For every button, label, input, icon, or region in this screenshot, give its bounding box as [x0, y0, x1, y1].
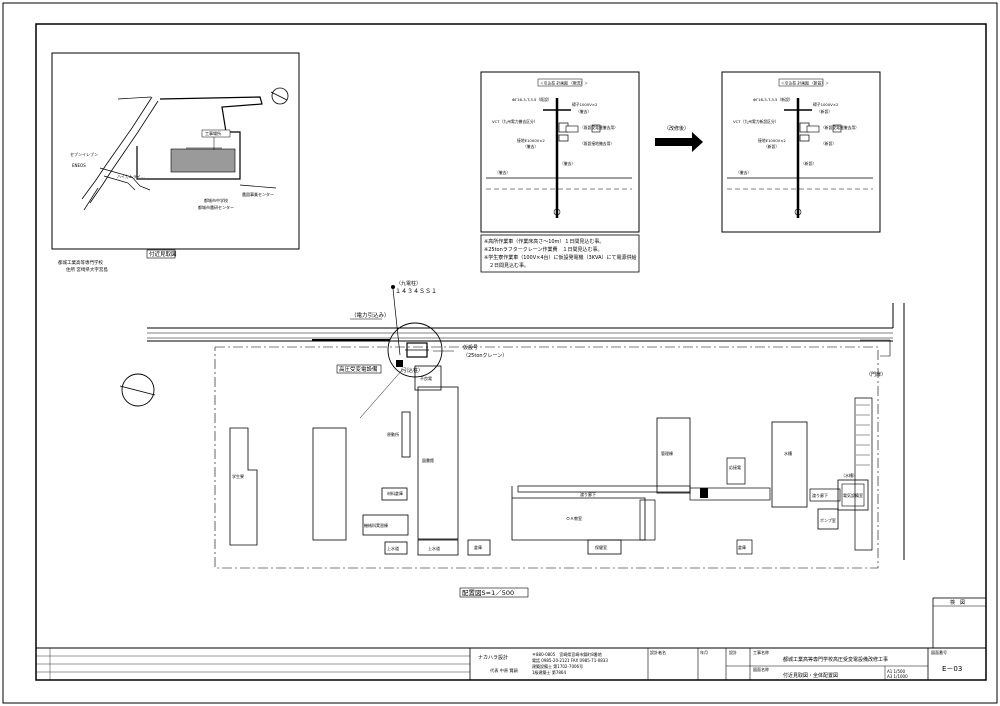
map-center2: 都城市中学校 — [204, 197, 228, 203]
bldg-tank: 水槽 — [784, 450, 792, 456]
company-names: 代表 中原 賢嗣 — [490, 667, 518, 674]
bldg-oa: ＯＡ教室 — [566, 515, 582, 521]
map-seven-eleven: セブンイレブン — [70, 151, 98, 157]
elevation-after — [721, 71, 881, 233]
project-name: 都城工業高等専門学校高圧受変電設備改修工事 — [783, 656, 888, 663]
bldg-pump: ポンプ室 — [820, 517, 836, 523]
pole-number: １４３４ＳＳ１ — [395, 288, 437, 295]
bldg-tank2: （水槽） — [841, 472, 857, 478]
crane-id: 仮設号 — [463, 344, 478, 351]
elev-after-l1: 碍子1000V×2 — [813, 102, 839, 107]
col-drawing: 図面名称 — [753, 666, 769, 672]
note-1: ※高所作業車（作業床高さ～10m）１日間見込む事。 — [484, 238, 604, 245]
elev-after-l0: ΦΓ16-3-T-3.5（新設） — [753, 97, 793, 102]
elev-after-l7: （新設） — [821, 141, 836, 146]
bldg-machine: 機械科実習棟 — [364, 522, 388, 528]
school-address: 住所 宮崎県大字宮島 — [66, 266, 108, 273]
school-name: 都城工業高等専門学校 — [58, 259, 103, 266]
elev-after-l4: （新設受電盤撤去用） — [821, 125, 859, 130]
scale-a3: A3 1/1000 — [887, 674, 908, 679]
map-center: 農園事業センター — [242, 191, 274, 197]
elev-before-l5: 接地E1000V×2 — [517, 138, 545, 143]
scale-a1: A1 1/500 — [887, 669, 906, 674]
elev-before-title: ＜引込柱 計画図 （現況）＞ — [540, 81, 588, 86]
elev-after-l8: （新設） — [801, 161, 816, 166]
site-plan — [119, 285, 905, 569]
elev-after-title: ＜引込柱 計画図 （新設）＞ — [781, 81, 829, 86]
bldg-power: 原動所 — [387, 431, 399, 437]
col-drawing-no: 図面番号 — [931, 649, 947, 655]
company-tel: 電話 0985-20-2121 FAX 0985-71-0833 — [532, 657, 608, 663]
bldg-water2: 上水道 — [428, 545, 440, 551]
elev-before-l1: 碍子1000V×2 — [572, 102, 598, 107]
elev-before-l2: （撤去） — [576, 109, 591, 114]
notes-box — [480, 234, 640, 273]
elev-after-l3: VCT（九州電力新設区分） — [733, 119, 779, 124]
note-4: ２日間見込む事。 — [484, 262, 529, 269]
col-designer: 設計者名 — [650, 649, 666, 655]
location-map-title: 付近見取図 — [149, 250, 177, 258]
elev-after-l2: （新設） — [817, 109, 832, 114]
title-block — [36, 647, 986, 680]
elev-before-l6: （撤去） — [523, 144, 538, 149]
pole-label: （九電柱） — [396, 280, 421, 287]
elev-before-l9: （撤去） — [495, 170, 510, 175]
bldg-warehouse: 倉庫 — [474, 544, 482, 550]
elev-after-l6: （新設） — [764, 144, 779, 149]
arrow-after — [655, 132, 703, 152]
bldg-dorm: 学生寮 — [232, 473, 244, 479]
company-reg2: 1級建築士 第7864 — [532, 669, 566, 675]
bldg-elec-room: 電気設備室 — [843, 492, 863, 498]
bldg-admin: 管理棟 — [661, 450, 673, 456]
location-map — [51, 52, 300, 250]
bldg-corridor2: 渡り廊下 — [812, 492, 828, 498]
company-address: 〒880-0805 宮崎県宮崎市錦町8番地 — [532, 651, 602, 657]
elev-after-l5: 接地E1000V×2 — [758, 138, 786, 143]
inner-frame — [35, 23, 987, 681]
col-project: 工事名称 — [753, 649, 769, 655]
elev-before-l8: （撤去） — [560, 161, 575, 166]
inlet-pole-label: （引込柱） — [398, 367, 423, 374]
elevation-before — [480, 71, 640, 233]
arrow-label: （改修後） — [664, 125, 689, 132]
elev-before-l0: ΦΓ16-3-T-3.5（既設） — [512, 97, 552, 102]
crane-label: （25tonクレーン） — [463, 353, 507, 359]
inspection-label: 検 図 — [950, 599, 965, 606]
bldg-nurse: 保健室 — [595, 544, 607, 550]
power-inlet: （電力引込み） — [351, 311, 390, 319]
bldg-library: 図書館 — [422, 457, 434, 463]
substation-label: 高圧受変電設備 — [339, 365, 378, 373]
col-date: 年月 — [700, 649, 708, 655]
gate-label: （門扉） — [866, 371, 886, 378]
drawing-number: E－03 — [942, 665, 962, 673]
site-plan-title: 配置図S=1／500 — [462, 589, 514, 597]
map-site-label: 工事場所 — [205, 130, 221, 136]
bldg-corridor: 渡り廊下 — [580, 491, 596, 497]
col-design: 設計 — [729, 649, 737, 655]
elev-after-l9: （撤去） — [736, 170, 751, 175]
bldg-warehouse2: 倉庫 — [738, 544, 746, 550]
map-center3: 都城市農研センター — [198, 204, 234, 210]
company-name: ナカハラ設計 — [478, 654, 508, 661]
note-2: ※25tonラフタークレーン作業費 １日間見込む事。 — [484, 246, 603, 253]
company-reg1: 建築設備士 第1702-7006号 — [532, 663, 583, 669]
elev-before-l3: VCT（九州電力撤去区分） — [492, 119, 538, 124]
map-nishimatsu: ハイカムライ… — [117, 173, 145, 179]
note-3: ※学生寮作業車（100V×4台）に仮設発電機（3KVA）にて電源供給 — [484, 254, 637, 261]
bldg-water1: 上水道 — [387, 545, 399, 551]
bldg-store: 材料倉庫 — [387, 490, 403, 496]
bldg-substation: 不良電 — [420, 375, 432, 381]
elev-before-l4: （既設受電盤撤去用） — [580, 125, 618, 130]
map-eneos: ENEOS — [72, 163, 86, 168]
bldg-reception: 応接電 — [729, 464, 741, 470]
drawing-name: 付近見取図・全体配置図 — [783, 672, 838, 679]
elev-before-l7: （既設接地撤去用） — [580, 141, 614, 146]
